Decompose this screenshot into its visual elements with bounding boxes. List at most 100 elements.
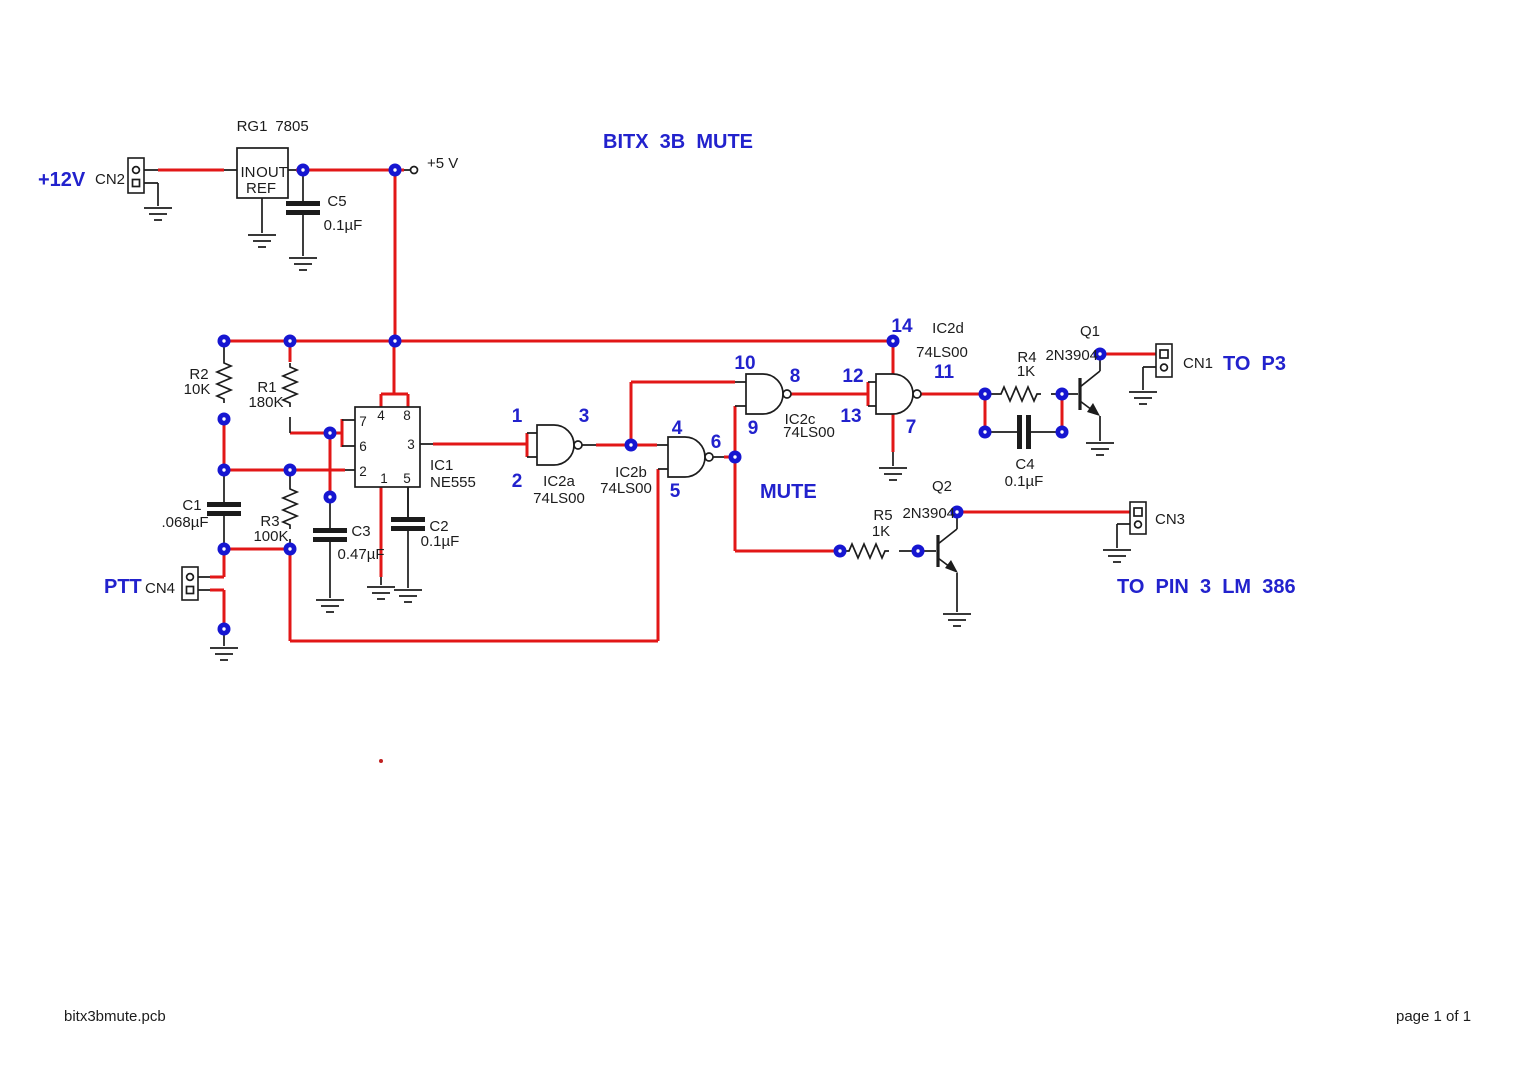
label-r4-val: 1K [1017,363,1035,380]
wire-555-out [433,433,529,457]
label-ic1-ref: IC1 [430,457,453,474]
pin-ic2d-12: 12 [842,366,863,387]
pin-ic2c-9: 9 [748,418,759,439]
pin-ic2b-6: 6 [711,432,722,453]
pin-ic2d-11: 11 [934,362,955,383]
resistor-r4 [985,386,1062,402]
ground-symbol [942,613,972,627]
junction-dot [388,163,402,177]
connector-cn4 [181,566,239,661]
wire-r2-node [222,419,345,472]
ground-symbol [247,234,277,248]
red-wire-nets [158,168,1156,643]
wire-ic2d-out [921,392,1064,432]
label-mute: MUTE [760,481,817,503]
label-ic2b-part: 74LS00 [600,480,652,497]
connector-cn3 [1102,501,1147,563]
ground-symbol [288,257,318,271]
capacitor-c1 [207,470,241,549]
wire-5v-output [296,168,404,341]
label-c5-val: 0.1µF [324,217,363,234]
wire-pin5-long [288,469,660,643]
ic1-pin7-label: 7 [359,414,367,429]
junction-dot [217,334,231,348]
label-rg1-ref: RG1 [237,118,268,135]
label-ic2b-ref: IC2b [615,464,647,481]
junction-dot [217,622,231,636]
ic1-pin6-label: 6 [359,439,367,454]
nand-gate-ic2d [868,373,922,481]
label-q1-part: 2N3904 [1045,347,1098,364]
label-ic2d-ref: IC2d [932,320,964,337]
footer-page: page 1 of 1 [1396,1008,1471,1025]
label-r4-ref: R4 [1017,349,1036,366]
junction-dot [1055,387,1069,401]
ic1-pin3-label: 3 [407,437,415,452]
label-rg1-part: 7805 [275,118,308,135]
wire-ptt-node [210,547,290,629]
label-c4-val: 0.1µF [1005,473,1044,490]
stray-red-dot [379,759,383,763]
label-c3-val: 0.47µF [338,546,385,563]
nand-gate-ic2a [527,424,596,466]
ic1-pin8-label: 8 [403,408,411,423]
resistor-r1 [282,362,298,433]
nand-gate-ic2c [735,373,792,415]
capacitor-c4 [985,415,1062,449]
ic1-pin1-ground [366,577,396,600]
junction-dot [1055,425,1069,439]
junction-dot [217,463,231,477]
junction-dot [217,412,231,426]
label-cn1: CN1 [1183,355,1213,372]
label-r5-val: 1K [872,523,890,540]
ground-symbol [143,207,173,221]
page-title: BITX 3B MUTE [603,131,753,153]
label-r2-ref: R2 [189,366,208,383]
label-c1-ref: C1 [182,497,201,514]
ic1-pin5-label: 5 [403,471,411,486]
label-c2-ref: C2 [429,518,448,535]
label-rg1-out: OUT [256,164,288,181]
label-ic1-part: NE555 [430,474,476,491]
footer-filename: bitx3bmute.pcb [64,1008,166,1025]
pin-ic2c-10: 10 [734,353,755,374]
label-c2-val: 0.1µF [421,533,460,550]
junction-dot [283,334,297,348]
wire-555-vcc-bracket [379,341,410,407]
ground-symbol [366,586,396,600]
ic1-ne555: 7 4 8 6 3 2 1 5 [342,406,433,519]
label-q2-part: 2N3904 [902,505,955,522]
pin-ic2a-2: 2 [512,471,523,492]
junction-dot [283,463,297,477]
label-cn3: CN3 [1155,511,1185,528]
transistor-q2 [918,517,972,627]
label-to-lm386: TO PIN 3 LM 386 [1117,576,1296,598]
ic1-pin2-label: 2 [359,464,367,479]
wire-mute-net [733,457,840,553]
pin-ic2a-3: 3 [579,406,590,427]
junction-dot [728,450,742,464]
label-r3-ref: R3 [260,513,279,530]
label-5v: +5 V [427,155,458,172]
label-q1-ref: Q1 [1080,323,1100,340]
label-c1-val: .068µF [162,514,209,531]
pin-ic2d-13: 13 [840,406,861,427]
transistor-q1 [1062,358,1115,456]
junction-dot [911,544,925,558]
label-c3-ref: C3 [351,523,370,540]
open-terminal-5v [409,165,419,175]
ground-symbol [1128,391,1158,405]
resistor-r5 [840,543,918,559]
label-r1-val: 180K [248,394,283,411]
label-to-p3: TO P3 [1223,353,1286,375]
connector-cn2 [127,157,173,221]
label-r5-ref: R5 [873,507,892,524]
ground-symbol [878,467,908,481]
resistor-r2 [216,341,232,419]
label-r1-ref: R1 [257,379,276,396]
labels: +12V CN2 RG1 7805 IN OUT REF +5 V C5 0.1… [38,118,1471,1025]
junction-dots [217,163,1107,636]
label-cn4: CN4 [145,580,175,597]
junction-dot [323,490,337,504]
